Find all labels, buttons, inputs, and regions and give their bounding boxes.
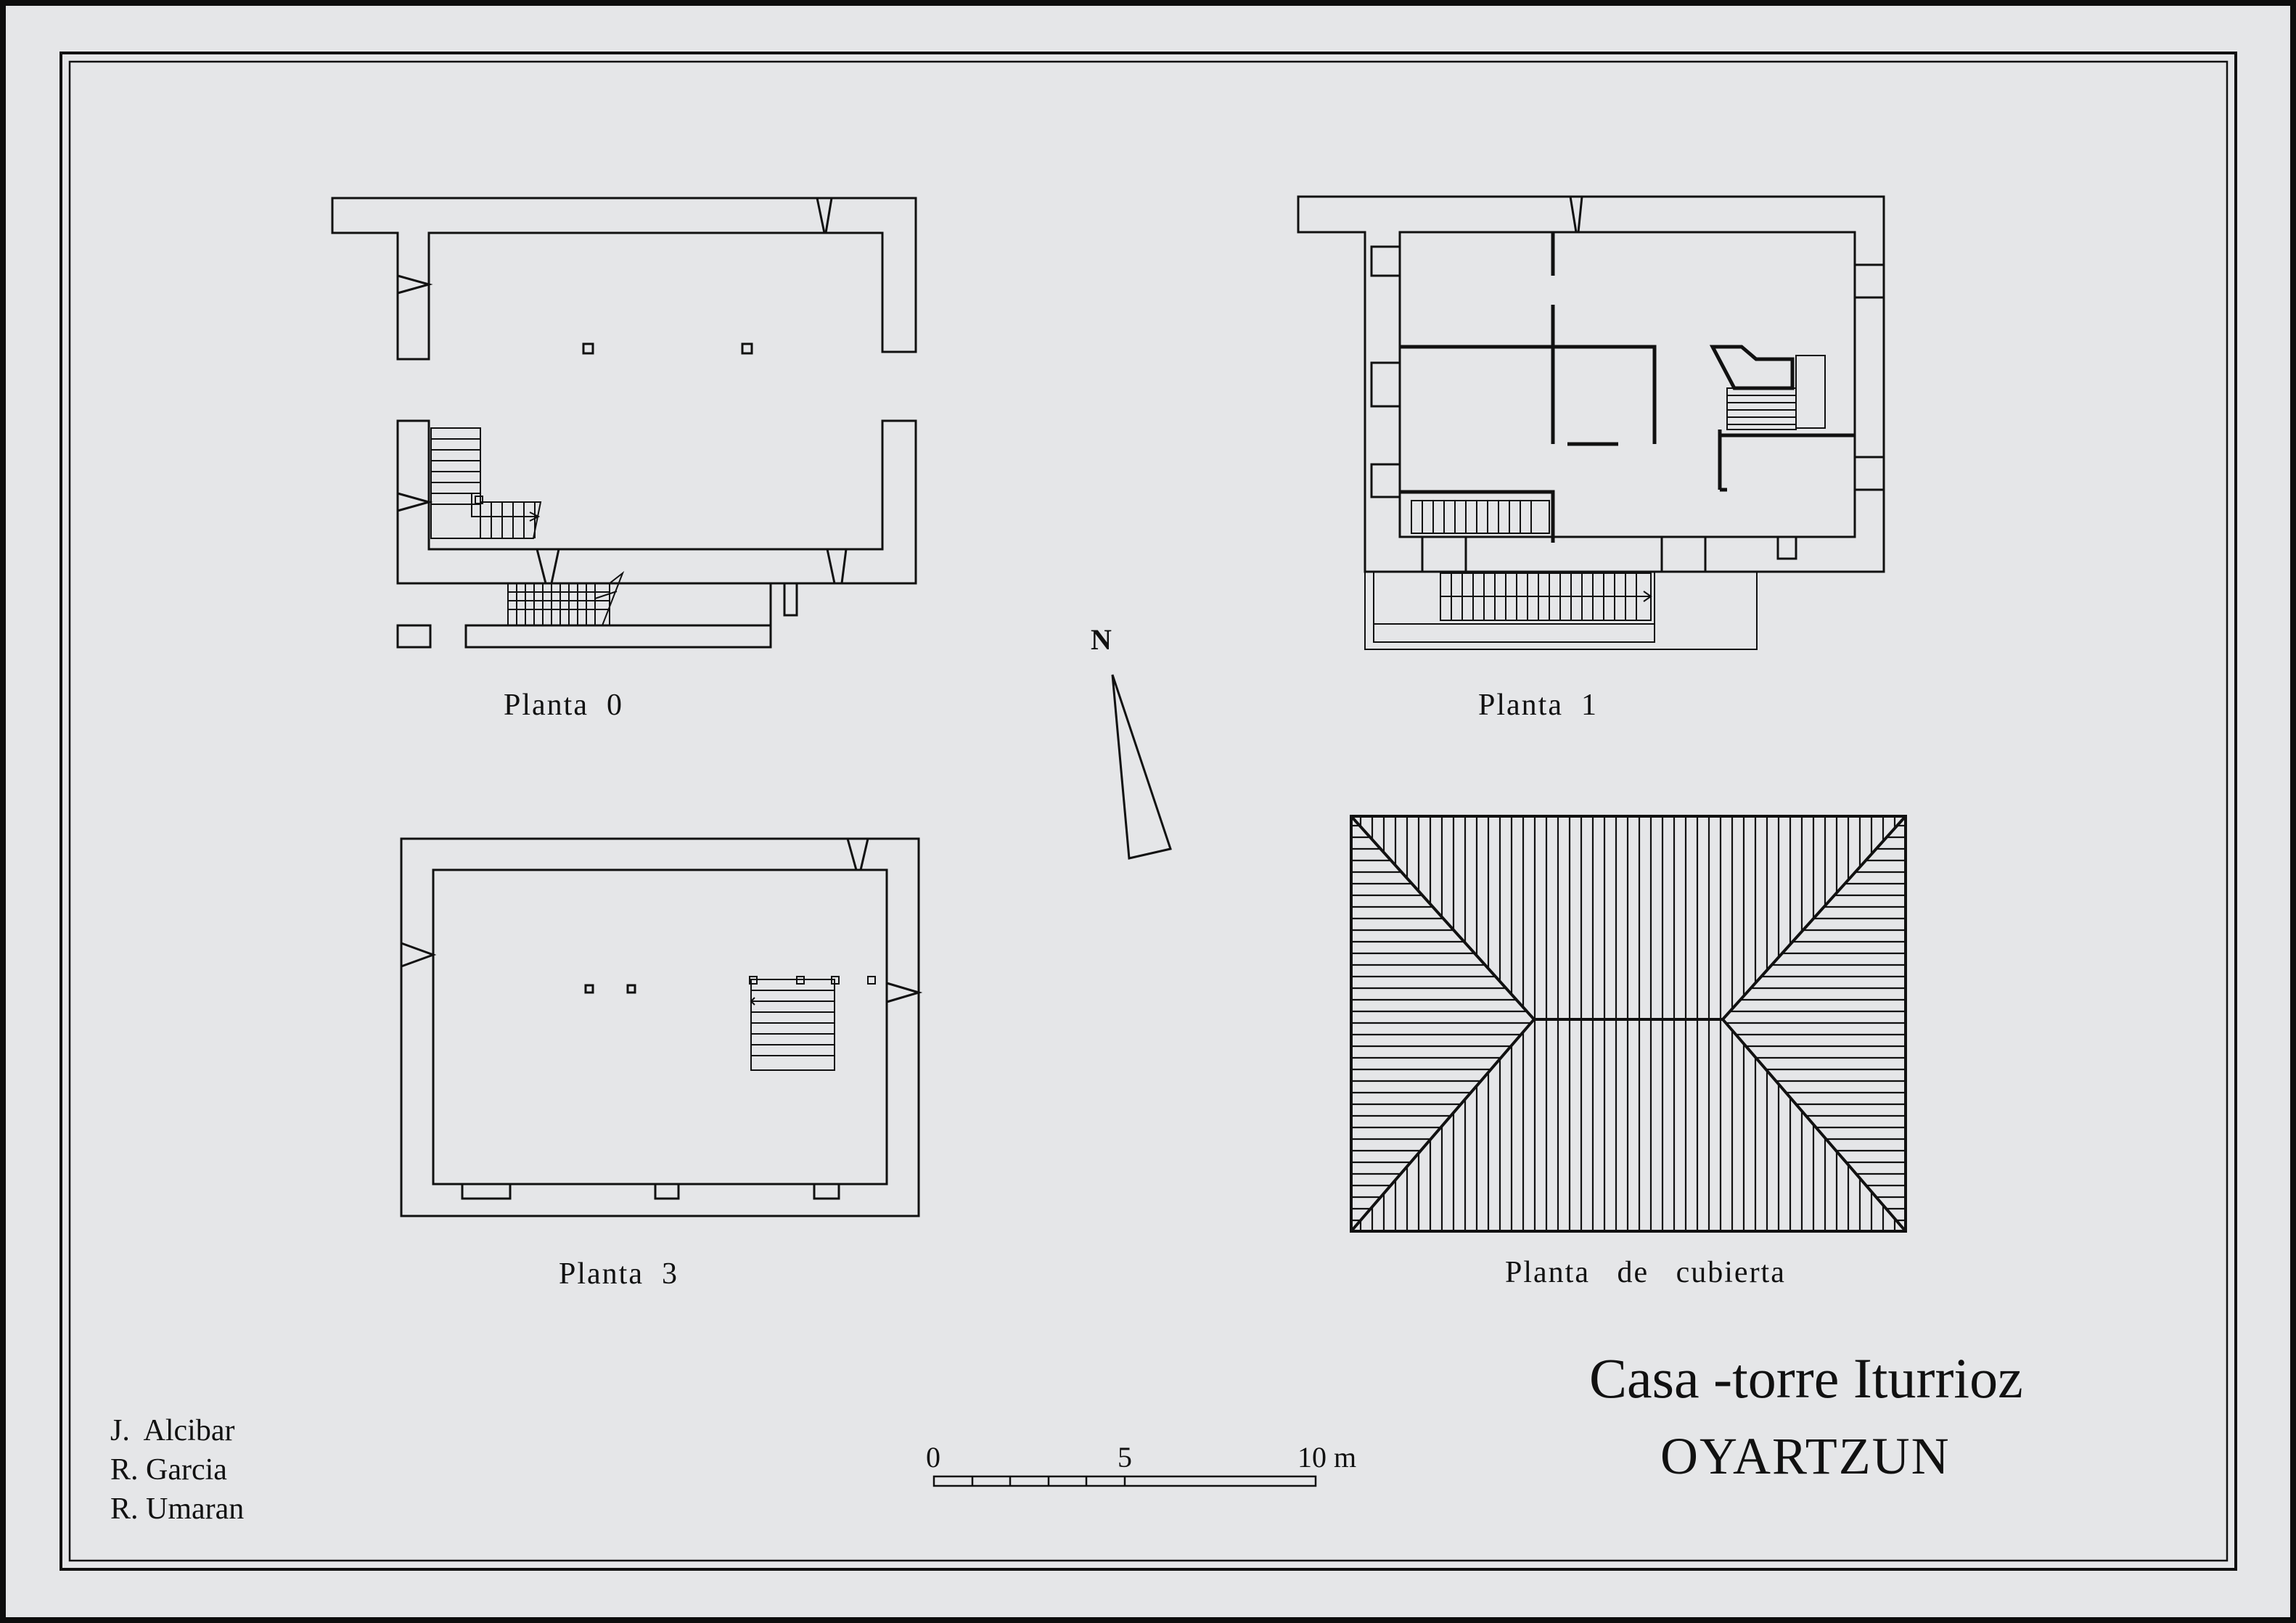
outer-frame [60,52,2237,1571]
planta-3-drawing [400,837,923,1217]
scale-label-end: 10 m [1297,1441,1357,1474]
plan-label-planta-cubierta: Planta de cubierta [1505,1256,1786,1289]
author-name: R. Garcia [110,1453,227,1487]
inner-frame [68,60,2229,1562]
drawing-location: OYARTZUN [1660,1427,1951,1485]
planta-1-drawing [1297,195,1885,650]
scale-label-start: 0 [926,1441,940,1474]
plan-label-planta-1: Planta 1 [1478,689,1598,722]
north-label: N [1091,623,1112,656]
drawing-title: Casa -torre Iturrioz [1589,1347,2023,1410]
plan-label-planta-0: Planta 0 [504,689,623,722]
planta-0-drawing [331,197,917,649]
author-name: R. Umaran [110,1492,245,1526]
authors-list: J. Alcibar R. Garcia R. Umaran [110,1413,244,1527]
plan-label-planta-3: Planta 3 [559,1257,678,1291]
author-name: J. Alcibar [110,1414,235,1447]
scale-bar [932,1475,1317,1487]
scale-label-mid: 5 [1118,1441,1132,1474]
north-arrow-icon [1111,674,1172,860]
paper [6,6,2290,1617]
